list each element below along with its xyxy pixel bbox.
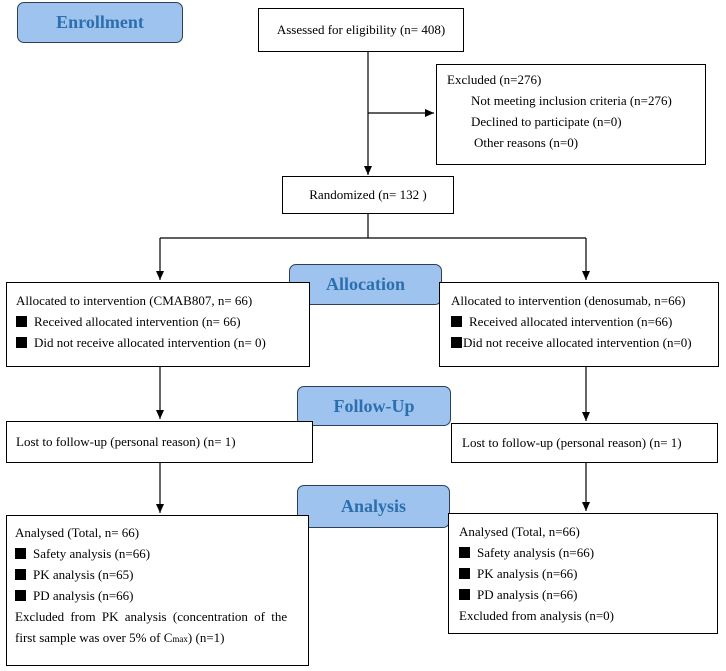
list-item: Did not receive allocated intervention (… — [451, 332, 718, 353]
excluded-item: Declined to participate (n=0) — [471, 114, 622, 129]
stage-analysis: Analysis — [297, 485, 450, 528]
bullet-icon — [459, 568, 470, 579]
right-follow-up-box: Lost to follow-up (personal reason) (n= … — [451, 423, 718, 463]
bullet-icon — [15, 569, 26, 580]
right-follow-up-text: Lost to follow-up (personal reason) (n= … — [462, 435, 682, 450]
excluded-title: Excluded (n=276) — [447, 72, 542, 87]
right-analysis-box: Analysed (Total, n=66) Safety analysis (… — [448, 513, 718, 634]
assessed-box: Assessed for eligibility (n= 408) — [258, 8, 464, 52]
bullet-icon — [459, 547, 470, 558]
bullet-icon — [15, 548, 26, 559]
left-follow-up-box: Lost to follow-up (personal reason) (n= … — [6, 421, 313, 463]
left-excluded-line2: first sample was over 5% of Cmax) (n=1) — [15, 630, 225, 645]
bullet-icon — [16, 337, 27, 348]
list-item: PD analysis (n=66) — [459, 584, 717, 605]
list-item: PK analysis (n=65) — [15, 564, 308, 585]
stage-analysis-label: Analysis — [340, 496, 407, 516]
excluded-item: Not meeting inclusion criteria (n=276) — [471, 93, 672, 108]
right-analysis-title: Analysed (Total, n=66) — [459, 524, 580, 539]
bullet-icon — [459, 589, 470, 600]
stage-follow-up: Follow-Up — [297, 386, 451, 426]
stage-enrollment: Enrollment — [17, 2, 183, 43]
list-item: PK analysis (n=66) — [459, 563, 717, 584]
list-item: Received allocated intervention (n= 66) — [16, 311, 309, 332]
right-allocation-box: Allocated to intervention (denosumab, n=… — [439, 282, 719, 367]
list-item: Safety analysis (n=66) — [459, 542, 717, 563]
bullet-icon — [451, 316, 462, 327]
left-allocation-title: Allocated to intervention (CMAB807, n= 6… — [16, 293, 253, 308]
left-analysis-box: Analysed (Total, n= 66) Safety analysis … — [6, 515, 309, 666]
stage-enrollment-label: Enrollment — [56, 12, 144, 32]
left-excluded-line1: Excluded from PK analysis (concentration… — [15, 609, 288, 624]
bullet-icon — [451, 337, 462, 348]
left-analysis-title: Analysed (Total, n= 66) — [15, 525, 140, 540]
bullet-icon — [15, 590, 26, 601]
bullet-icon — [16, 316, 27, 327]
stage-allocation-label: Allocation — [326, 274, 405, 294]
left-follow-up-text: Lost to follow-up (personal reason) (n= … — [16, 434, 236, 449]
list-item: Received allocated intervention (n=66) — [451, 311, 718, 332]
randomized-text: Randomized (n= 132 ) — [309, 187, 427, 202]
assessed-text: Assessed for eligibility (n= 408) — [276, 22, 446, 37]
excluded-box: Excluded (n=276) Not meeting inclusion c… — [436, 64, 706, 165]
list-item: Safety analysis (n=66) — [15, 543, 308, 564]
stage-allocation: Allocation — [289, 264, 442, 305]
left-allocation-box: Allocated to intervention (CMAB807, n= 6… — [6, 282, 310, 367]
list-item: Did not receive allocated intervention (… — [16, 332, 309, 353]
right-excluded-text: Excluded from analysis (n=0) — [459, 608, 614, 623]
right-allocation-title: Allocated to intervention (denosumab, n=… — [451, 293, 686, 308]
randomized-box: Randomized (n= 132 ) — [282, 176, 454, 214]
excluded-item: Other reasons (n=0) — [474, 135, 579, 150]
list-item: PD analysis (n=66) — [15, 585, 308, 606]
stage-follow-up-label: Follow-Up — [333, 395, 415, 416]
